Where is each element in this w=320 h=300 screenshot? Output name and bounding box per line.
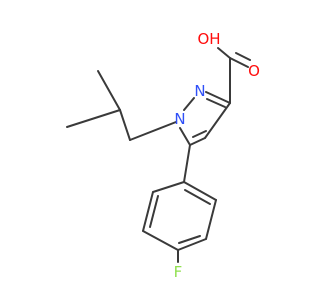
bond-ph-inner-2 [178, 235, 201, 244]
bond-ph-c4-c5 [142, 230, 179, 251]
carboxylic-acid-group [217, 47, 251, 104]
bond-methyl-to-ch [97, 70, 121, 111]
bond-ph-c1-c2 [183, 181, 217, 201]
pyrazole-n2-label: N [194, 82, 205, 100]
bond-ph-c3-c4 [177, 238, 207, 251]
bond-ph-c2-c3 [205, 199, 217, 240]
bond-c5-n1 [179, 127, 191, 146]
bond-ch2-to-n1 [129, 121, 177, 141]
bond-ch-to-ch2 [119, 109, 131, 141]
chemical-structure-diagram: OH O N N F [66, 30, 260, 281]
bond-c-oh [217, 47, 231, 59]
fluorophenyl-ring [142, 144, 217, 263]
bond-ph-inner-1 [184, 189, 211, 205]
bond-ph-inner-3 [149, 195, 159, 228]
bond-c-o-double-outer [229, 57, 249, 68]
bond-ph-c5-c6 [142, 191, 154, 232]
fluorine-label: F [174, 263, 183, 281]
bond-c3-c4 [204, 102, 231, 139]
pyrazole-n1-label: N [174, 110, 185, 128]
isobutyl-group [66, 70, 177, 141]
pyrazole-ring [179, 91, 231, 146]
bond-n2-c3-inner [206, 98, 226, 108]
bond-c4-c5-outer [189, 137, 206, 146]
bond-c4-c5-inner [192, 130, 207, 138]
carbonyl-oxygen-label: O [248, 62, 260, 80]
bond-c-o-double-inner [235, 52, 251, 61]
bond-c5-phenyl [183, 144, 191, 183]
bond-methyl2-to-ch [66, 109, 121, 128]
bond-ph-c6-c1 [152, 181, 185, 193]
bond-n1-n2 [183, 97, 195, 111]
bond-n2-c3-outer [205, 91, 231, 104]
hydroxyl-label: OH [197, 30, 220, 48]
